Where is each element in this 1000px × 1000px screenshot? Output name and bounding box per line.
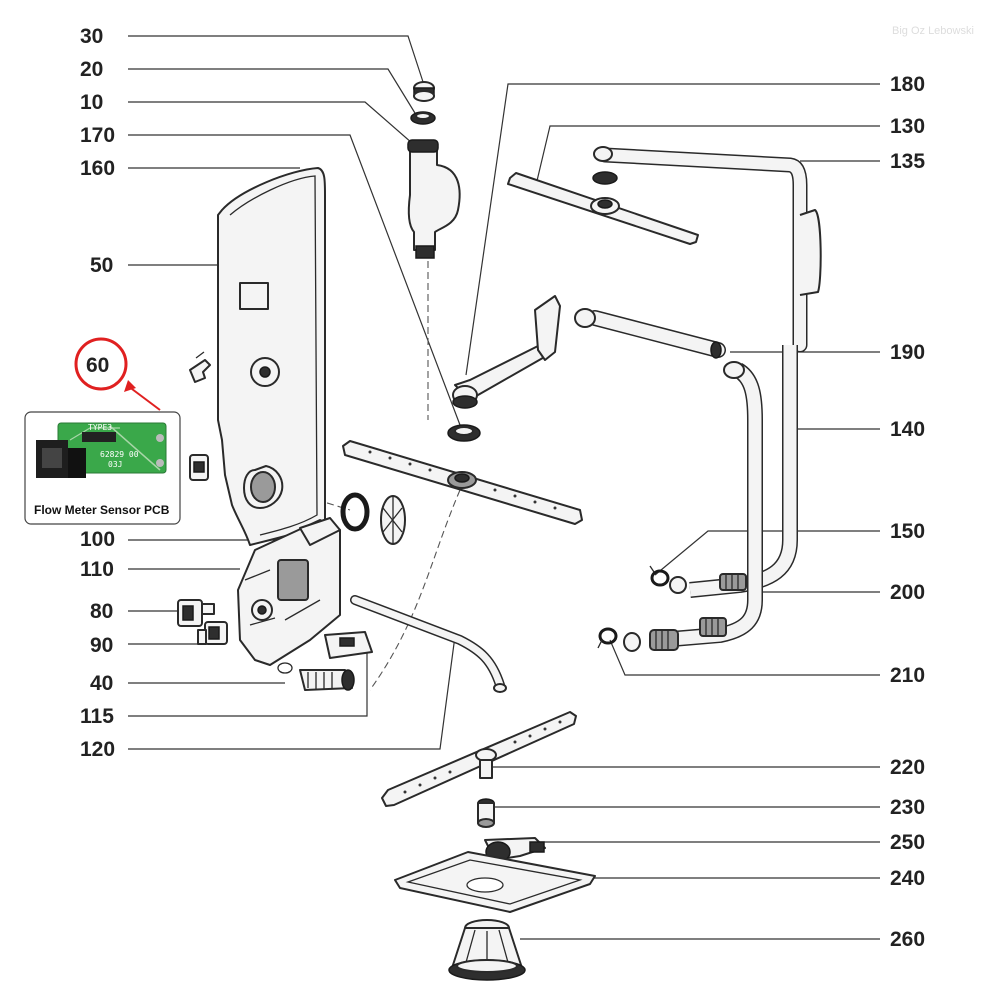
- label-180: 180: [890, 73, 925, 96]
- label-80: 80: [90, 600, 113, 623]
- part-filter-disc: [380, 495, 406, 545]
- part-135-upper-pipe: [592, 146, 822, 353]
- part-260-filter: [448, 919, 526, 981]
- label-200: 200: [890, 581, 925, 604]
- part-160-side-panel: [217, 167, 326, 546]
- part-10-upper-nozzle: [407, 139, 461, 259]
- label-135: 135: [890, 150, 925, 173]
- label-150: 150: [890, 520, 925, 543]
- part-90-valve: [197, 621, 228, 645]
- part-30-cap: [413, 81, 435, 102]
- assembly-axis-line: [369, 250, 461, 691]
- label-30: 30: [80, 25, 103, 48]
- leader-150: [654, 530, 880, 576]
- label-170: 170: [80, 124, 115, 147]
- label-190: 190: [890, 341, 925, 364]
- part-120-pipe: [350, 595, 507, 693]
- leader-115: [128, 650, 368, 717]
- leader-210: [609, 639, 880, 676]
- label-90: 90: [90, 634, 113, 657]
- leader-180: [465, 83, 880, 376]
- label-240: 240: [890, 867, 925, 890]
- label-115: 115: [80, 705, 114, 728]
- part-110-sump-housing: [237, 517, 341, 666]
- label-100: 100: [80, 528, 115, 551]
- label-210: 210: [890, 664, 925, 687]
- label-130: 130: [890, 115, 925, 138]
- spray-arm-holes: [368, 450, 557, 510]
- label-10: 10: [80, 91, 103, 114]
- right-labels: 180 130 135 190 140 150 200 210 220 230 …: [890, 73, 925, 951]
- leader-20: [128, 68, 419, 119]
- part-seal-ring: [340, 492, 370, 532]
- inset-flow-meter-pcb: TYPE3 62829 00 03J Flow Meter Sensor PCB: [24, 411, 181, 525]
- part-240-base-plate: [394, 851, 596, 913]
- part-60-flow-sensor: [189, 351, 211, 383]
- part-small-switch: [189, 454, 209, 481]
- part-130-upper-spray-arm: [507, 172, 699, 245]
- label-140: 140: [890, 418, 925, 441]
- label-40: 40: [90, 672, 113, 695]
- highlight-60: 60: [74, 337, 161, 411]
- part-210-hose-end: [623, 632, 641, 652]
- leader-170: [128, 134, 461, 426]
- highlight-arrow-line: [127, 385, 161, 411]
- pcb-text-type: TYPE3: [88, 423, 112, 432]
- part-40-clip: [277, 662, 293, 674]
- pcb-text-code: 62829 00: [100, 450, 139, 459]
- pcb-text-rev: 03J: [108, 460, 122, 469]
- label-220: 220: [890, 756, 925, 779]
- part-115-sensor: [299, 631, 373, 691]
- inset-caption: Flow Meter Sensor PCB: [34, 503, 170, 517]
- label-120: 120: [80, 738, 115, 761]
- part-170-seal: [447, 424, 481, 442]
- watermark: Big Oz Lebowski: [892, 25, 974, 37]
- label-250: 250: [890, 831, 925, 854]
- part-middle-spray-arm: [342, 440, 583, 525]
- label-260: 260: [890, 928, 925, 951]
- label-50: 50: [90, 254, 113, 277]
- part-210-clamp: [597, 627, 618, 649]
- part-190-connecting-pipe: [574, 308, 726, 359]
- corrugated-section-200: [699, 573, 747, 637]
- lower-arm-holes: [403, 720, 562, 794]
- leader-10: [128, 101, 421, 151]
- highlight-arrow-head: [124, 380, 136, 392]
- highlight-circle: [74, 337, 128, 391]
- part-180-feed-arm: [452, 295, 561, 409]
- leader-lines: [128, 35, 880, 940]
- part-20-seal: [410, 111, 436, 125]
- part-200-hose: [649, 361, 763, 651]
- part-80-valve: [177, 599, 215, 627]
- label-230: 230: [890, 796, 925, 819]
- leader-130: [535, 125, 880, 186]
- left-labels: 30 20 10 170 160 50 100 110 80 90 40 115…: [80, 25, 115, 761]
- part-230-bearing: [477, 798, 495, 828]
- leader-120: [128, 635, 456, 750]
- label-20: 20: [80, 58, 103, 81]
- label-110: 110: [80, 558, 114, 581]
- label-60: 60: [86, 354, 109, 377]
- part-150-clamp: [649, 565, 670, 587]
- leader-30: [128, 35, 426, 89]
- part-220-lower-spray-arm: [381, 711, 577, 807]
- label-160: 160: [80, 157, 115, 180]
